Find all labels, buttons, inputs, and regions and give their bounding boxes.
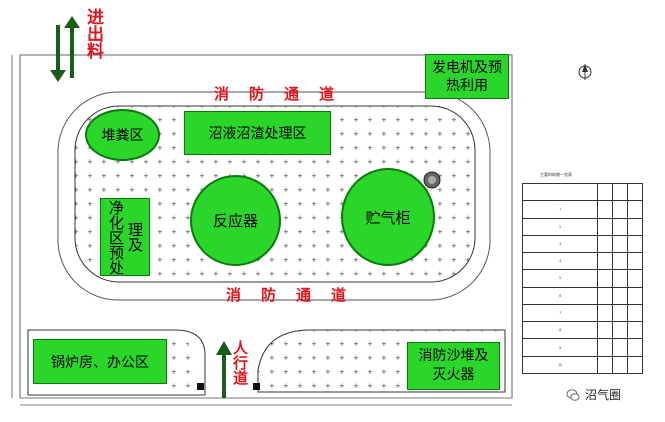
legend-cell — [612, 234, 629, 254]
wechat-icon — [566, 387, 580, 401]
legend-cell — [627, 269, 643, 288]
legend-cell — [627, 200, 643, 219]
legend-cell — [597, 303, 614, 323]
legend-cell — [612, 252, 629, 271]
legend-title: 主要构筑物一览表 — [540, 172, 572, 177]
legend-cell — [627, 252, 643, 271]
gate-post-left — [197, 383, 204, 390]
legend-row-number: 5 — [521, 269, 599, 288]
legend-cell — [597, 286, 614, 305]
legend-cell — [627, 321, 643, 340]
legend-row-number: 9 — [521, 338, 599, 357]
pedestrian-label: 人行道 — [231, 340, 249, 385]
legend-cell — [597, 321, 614, 340]
legend-row-number: 4 — [521, 252, 599, 271]
legend-row: 6 — [521, 286, 643, 305]
legend-row-number: 7 — [521, 303, 599, 323]
legend-row: 8 — [521, 321, 643, 340]
legend-header-row — [521, 182, 643, 202]
legend-row: 2 — [521, 217, 643, 236]
legend-header-cell — [627, 182, 643, 202]
legend-cell — [597, 200, 614, 219]
legend-row-number: 2 — [521, 217, 599, 236]
fire-road-outline — [57, 91, 491, 301]
flare-icon — [423, 171, 441, 189]
legend-row: 9 — [521, 338, 643, 357]
reactor: 反应器 — [190, 175, 281, 266]
fire-road-top-label: 消防通道 — [214, 85, 355, 103]
legend-cell — [627, 217, 643, 236]
purify-label: 净化区 — [107, 199, 125, 245]
legend-row-number: 3 — [521, 234, 599, 254]
legend-cell — [627, 286, 643, 305]
gate-post-right — [253, 383, 260, 390]
legend-cell — [597, 269, 614, 288]
legend-cell — [612, 200, 629, 219]
pretreat-purify-zone: 净化区预处理及 — [100, 198, 150, 276]
legend-row-number: 10 — [521, 355, 599, 375]
legend-cell — [597, 217, 614, 236]
legend-row-number: 8 — [521, 321, 599, 340]
legend-row: 10 — [521, 355, 643, 375]
legend-row: 3 — [521, 234, 643, 254]
legend-cell — [612, 355, 629, 375]
legend-cell — [612, 303, 629, 323]
fire-road-middle-label: 消防通道 — [226, 286, 367, 304]
boiler-office-zone: 锅炉房、办公区 — [33, 339, 167, 384]
legend-header-cell — [612, 182, 629, 202]
gas-holder: 贮气柜 — [341, 168, 435, 266]
north-arrow-icon — [578, 64, 592, 80]
legend-cell — [597, 355, 614, 375]
legend-row-number: 6 — [521, 286, 599, 305]
legend-cell — [612, 269, 629, 288]
legend-cell — [612, 321, 629, 340]
legend-cell — [612, 217, 629, 236]
legend-cell — [627, 355, 643, 375]
entry-exit-label: 进出料 — [83, 8, 103, 59]
pretreat-label: 预处理及 — [107, 222, 144, 275]
watermark-text: 沼气圈 — [585, 388, 622, 402]
slurry-zone: 沼液沼渣处理区 — [184, 111, 331, 155]
legend-row: 7 — [521, 303, 643, 323]
office-area — [27, 329, 206, 396]
legend-row-number: 1 — [521, 200, 599, 219]
legend-cell — [612, 338, 629, 357]
pedestrian-arrow — [216, 341, 232, 398]
entry-exit-arrows — [50, 16, 80, 82]
legend-header-cell — [597, 182, 614, 202]
legend-cell — [627, 303, 643, 323]
legend-row: 4 — [521, 252, 643, 271]
legend-cell — [627, 234, 643, 254]
legend-cell — [627, 338, 643, 357]
legend-cell — [597, 338, 614, 357]
manure-zone: 堆粪区 — [85, 109, 160, 161]
legend-cell — [597, 234, 614, 254]
generator-zone: 发电机及预热利用 — [425, 54, 509, 99]
fire-sand-zone: 消防沙堆及灭火器 — [407, 342, 500, 390]
legend-row: 5 — [521, 269, 643, 288]
legend-cell — [597, 252, 614, 271]
legend-row: 1 — [521, 200, 643, 219]
legend-header-cell — [521, 182, 599, 202]
legend-cell — [612, 286, 629, 305]
